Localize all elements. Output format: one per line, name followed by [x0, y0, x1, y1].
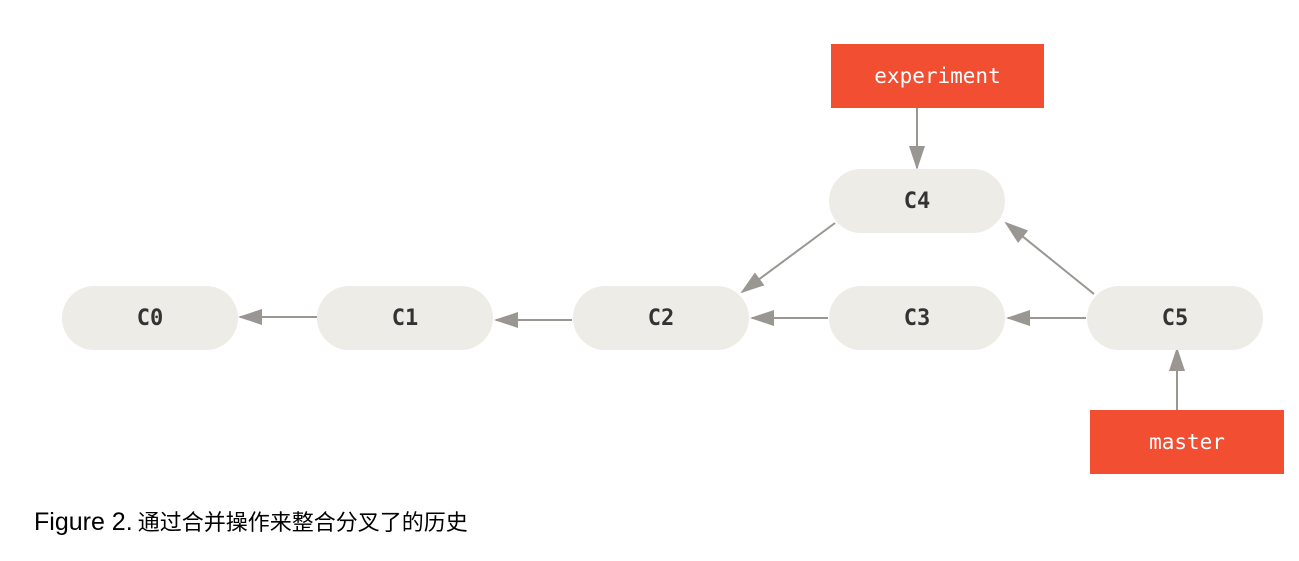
commit-node-c3: C3 [829, 286, 1005, 350]
branch-label-experiment: experiment [831, 44, 1044, 108]
edges-layer [238, 108, 1185, 410]
branch-box [1090, 410, 1284, 474]
commit-label: C2 [648, 306, 675, 331]
commit-label: C5 [1162, 306, 1189, 331]
commit-node-shape [829, 169, 1005, 233]
commit-node-c4: C4 [829, 169, 1005, 233]
branch-label-master: master [1090, 410, 1284, 474]
figure-caption-text: 通过合并操作来整合分叉了的历史 [137, 511, 468, 536]
branch-name: experiment [874, 64, 1000, 88]
edge-c5-to-c4 [1004, 221, 1095, 295]
commit-node-shape [1087, 286, 1263, 350]
commit-node-shape [829, 286, 1005, 350]
commit-node-c2: C2 [573, 286, 749, 350]
commit-label: C4 [904, 189, 931, 214]
commit-label: C1 [392, 306, 419, 331]
commit-node-c1: C1 [317, 286, 493, 350]
commit-node-shape [62, 286, 238, 350]
commit-node-c0: C0 [62, 286, 238, 350]
branch-box [831, 44, 1044, 108]
commit-label: C3 [904, 306, 931, 331]
commit-node-c5: C5 [1087, 286, 1263, 350]
commit-label: C0 [137, 306, 164, 331]
commit-node-shape [317, 286, 493, 350]
branches-layer: experiment master [831, 44, 1284, 474]
commit-node-shape [573, 286, 749, 350]
figure-caption: Figure 2. 通过合并操作来整合分叉了的历史 [34, 500, 468, 544]
figure-label: Figure 2. [34, 508, 133, 536]
branch-name: master [1149, 430, 1225, 454]
edge-c4-to-c2 [740, 222, 836, 294]
